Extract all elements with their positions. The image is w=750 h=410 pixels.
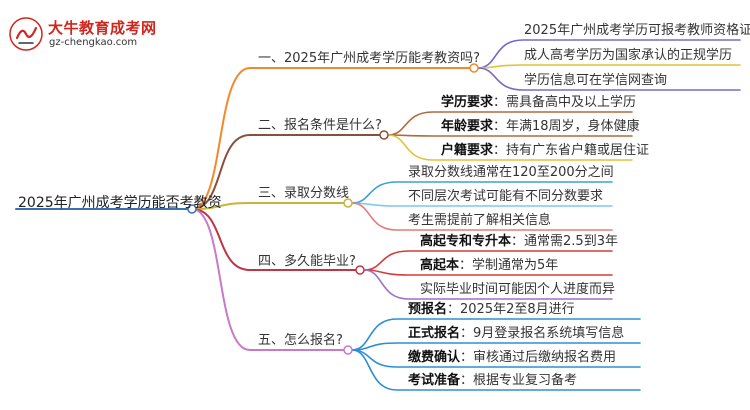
leaf-1-2-line <box>477 64 741 69</box>
branch-2-junction-dot <box>379 130 389 140</box>
branch-3-label: 三、录取分数线 <box>258 186 350 201</box>
leaf-5-2-line <box>351 342 641 351</box>
leaf-2-3: 户籍要求：持有广东省户籍或居住证 <box>441 143 650 158</box>
logo-mark-icon <box>9 17 43 51</box>
branch-3-line <box>191 202 345 210</box>
leaf-5-3: 缴费确认：审核通过后缴纳报名费用 <box>408 350 617 365</box>
branch-4-junction-dot <box>355 265 365 275</box>
leaf-2-1: 学历要求：需具备高中及以上学历 <box>441 95 637 110</box>
branch-4-line <box>191 208 357 271</box>
leaf-4-2: 高起本：学制通常为5年 <box>420 258 559 273</box>
leaf-5-4: 考试准备：根据专业复习备考 <box>408 373 578 388</box>
leaf-2-1-line <box>387 111 633 136</box>
leaf-2-3-line <box>387 134 633 161</box>
leaf-3-3-line <box>351 202 613 231</box>
leaf-4-3: 实际毕业时间可能因个人进度而异 <box>420 282 616 297</box>
leaf-3-1: 录取分数线通常在120至200分之间 <box>408 165 614 180</box>
leaf-1-3: 学历信息可在学信网查询 <box>524 73 668 88</box>
site-logo[interactable]: 大牛教育成考网 gz-chengkao.com <box>8 14 168 54</box>
root-junction-dot <box>187 204 197 214</box>
leaf-1-2: 成人高考学历为国家承认的正规学历 <box>524 48 733 63</box>
root-node: 2025年广州成考学历能否考教资 <box>18 195 222 211</box>
branch-4-label: 四、多久能毕业? <box>258 254 356 269</box>
branch-5-line <box>191 208 345 351</box>
branch-5-junction-dot <box>343 345 353 355</box>
branch-1-junction-dot <box>469 63 479 73</box>
leaf-1-1: 2025年广州成考学历可报考教师资格证 <box>524 23 750 38</box>
leaf-3-2: 不同层次考试可能有不同分数要求 <box>408 189 604 204</box>
leaf-5-4-line <box>351 349 641 391</box>
branch-3-junction-dot <box>343 198 353 208</box>
branch-2-line <box>191 134 381 210</box>
leaf-5-1-line <box>351 318 641 351</box>
leaf-3-3: 考生需提前了解相关信息 <box>408 213 552 228</box>
branch-2-label: 二、报名条件是什么? <box>258 118 382 133</box>
leaf-5-2: 正式报名：9月登录报名系统填写信息 <box>408 326 625 341</box>
leaf-2-2-line <box>387 134 633 137</box>
branch-1-label: 一、2025年广州成考学历能考教资吗? <box>258 51 480 66</box>
leaf-4-3-line <box>363 269 613 300</box>
leaf-1-1-line <box>477 39 741 69</box>
leaf-5-1: 预报名：2025年2至8月进行 <box>408 302 575 317</box>
leaf-4-1: 高起专和专升本：通常需2.5到3年 <box>420 234 618 249</box>
leaf-3-1-line <box>351 181 613 204</box>
logo-title: 大牛教育成考网 <box>48 19 157 37</box>
logo-url: gz-chengkao.com <box>49 37 138 48</box>
branch-1-line <box>191 67 471 210</box>
leaf-4-1-line <box>363 250 613 271</box>
leaf-2-2: 年龄要求：年满18周岁，身体健康 <box>441 119 640 134</box>
branch-5-label: 五、怎么报名? <box>258 333 343 348</box>
leaf-1-3-line <box>477 67 741 91</box>
